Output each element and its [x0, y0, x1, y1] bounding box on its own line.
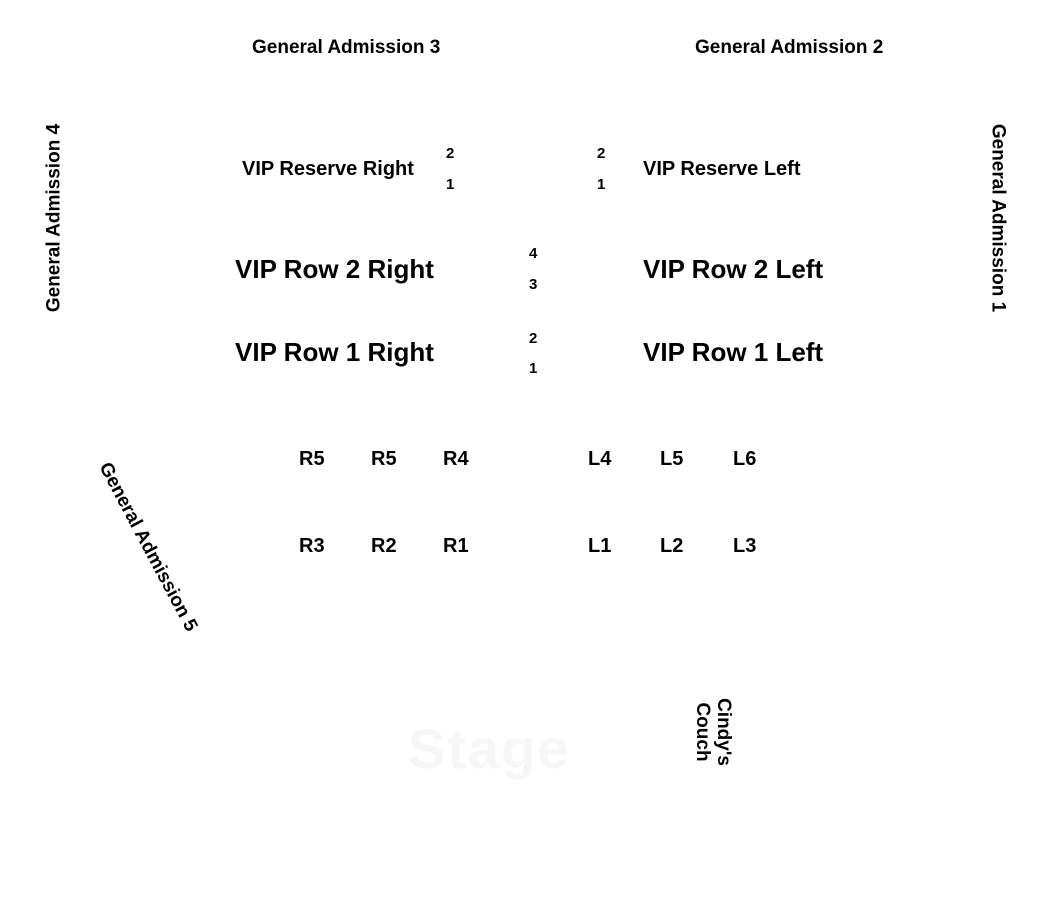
- vip-reserve-left-label[interactable]: VIP Reserve Left: [643, 158, 801, 180]
- seat-front-right-2[interactable]: R2: [371, 535, 397, 557]
- stage-watermark: Stage: [408, 717, 571, 780]
- vip-row-1-left-label[interactable]: VIP Row 1 Left: [643, 337, 824, 367]
- vip-reserve-left-seat-2[interactable]: 2: [597, 145, 606, 162]
- cindys-couch-line-2: Couch: [692, 702, 713, 762]
- vip-reserve-right-seat-2[interactable]: 2: [446, 145, 455, 162]
- general-admission-5-label[interactable]: General Admission 5: [94, 458, 202, 636]
- vip-center-seat-2[interactable]: 2: [529, 330, 538, 347]
- vip-center-seat-4[interactable]: 4: [529, 245, 538, 262]
- vip-reserve-left-seat-1[interactable]: 1: [597, 176, 606, 193]
- seat-front-right-3[interactable]: R1: [443, 535, 469, 557]
- vip-center-seat-3[interactable]: 3: [529, 276, 538, 293]
- vip-row-2-left-label[interactable]: VIP Row 2 Left: [643, 254, 824, 284]
- general-admission-3-label[interactable]: General Admission 3: [252, 37, 441, 58]
- general-admission-2-label[interactable]: General Admission 2: [695, 37, 884, 58]
- vip-reserve-right-label[interactable]: VIP Reserve Right: [242, 158, 414, 180]
- general-admission-1-label[interactable]: General Admission 1: [987, 123, 1009, 313]
- seat-back-left-3[interactable]: L6: [733, 448, 757, 470]
- seat-front-left-2[interactable]: L2: [660, 535, 684, 557]
- seat-front-left-3[interactable]: L3: [733, 535, 757, 557]
- seat-back-right-3[interactable]: R4: [443, 448, 469, 470]
- cindys-couch-line-1: Cindy's: [712, 698, 734, 766]
- seat-front-right-1[interactable]: R3: [299, 535, 325, 557]
- seat-back-left-2[interactable]: L5: [660, 448, 684, 470]
- vip-reserve-right-seat-1[interactable]: 1: [446, 176, 455, 193]
- seat-back-right-1[interactable]: R5: [299, 448, 325, 470]
- seat-back-right-2[interactable]: R5: [371, 448, 397, 470]
- seat-front-left-1[interactable]: L1: [588, 535, 612, 557]
- vip-center-seat-1[interactable]: 1: [529, 360, 538, 377]
- cindys-couch-label[interactable]: Cindy's Couch: [691, 698, 734, 766]
- vip-row-2-right-label[interactable]: VIP Row 2 Right: [235, 254, 434, 284]
- seat-back-left-1[interactable]: L4: [588, 448, 612, 470]
- general-admission-4-label[interactable]: General Admission 4: [43, 123, 65, 313]
- vip-row-1-right-label[interactable]: VIP Row 1 Right: [235, 337, 434, 367]
